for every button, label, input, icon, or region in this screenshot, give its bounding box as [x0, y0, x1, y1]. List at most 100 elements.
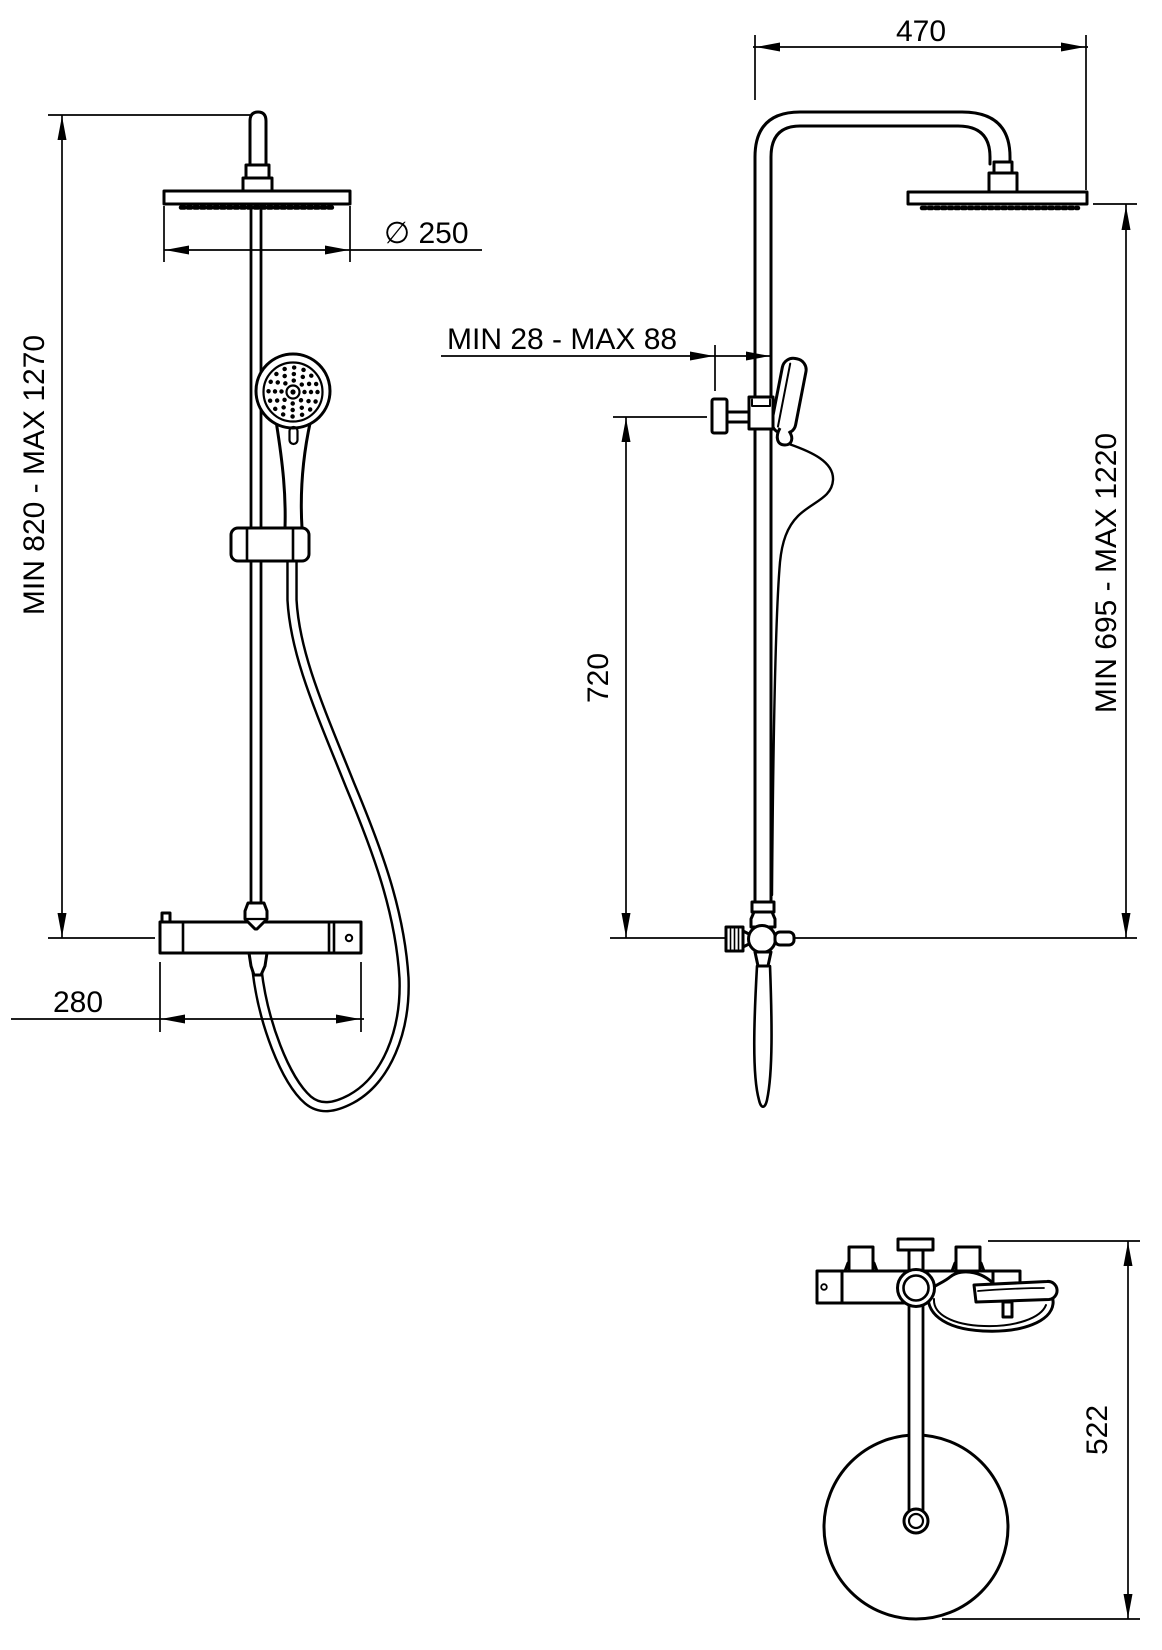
- dim-depth-arrow-up: [1123, 1242, 1133, 1266]
- pipe-tip: [248, 110, 268, 167]
- hand-shower-handle: [275, 419, 312, 530]
- face-center-dot: [290, 389, 296, 395]
- face-center-ring: [285, 384, 301, 400]
- riser-side-fill: [756, 158, 770, 902]
- ceiling-connector-front: [241, 110, 274, 193]
- valve-side: [724, 900, 796, 1109]
- dim-bracket-depth: MIN 28 - MAX 88: [441, 323, 771, 391]
- dim-diameter-arrow-right: [325, 245, 349, 255]
- riser-pipe-top: [907, 1298, 925, 1515]
- diverter-stub: [1001, 1300, 1014, 1319]
- spout-bowl-rim: [932, 1298, 1047, 1328]
- dim-arm-arrow-right: [1061, 42, 1085, 52]
- spray-dots-outer: [266, 365, 320, 419]
- slider-bracket-joints: [245, 526, 295, 563]
- front-view: MIN 820 - MAX 1270 ∅ 250 280: [11, 110, 482, 1113]
- mixer-lever: [972, 1279, 1059, 1304]
- dim-bracket-arrow-1: [690, 351, 714, 361]
- valve-cap-hole: [820, 1283, 828, 1291]
- arm-inner-edge: [769, 124, 992, 904]
- riser-top-edges: [907, 1298, 925, 1515]
- dim-overall-depth: 522: [942, 1240, 1140, 1620]
- mixer-lever-line: [977, 1287, 1045, 1292]
- spray-dots-middle: [272, 371, 314, 413]
- bracket-body-detail: [751, 398, 771, 407]
- arm-outer-edge: [753, 110, 1012, 904]
- bracket-knob-stem: [725, 410, 751, 424]
- top-view: 522: [815, 1237, 1140, 1621]
- disc-union-outer: [902, 1507, 930, 1535]
- dim-height-range: MIN 820 - MAX 1270: [18, 114, 250, 939]
- riser-collar: [243, 901, 269, 931]
- dim-arm-lines: [753, 35, 1088, 190]
- slider-bracket-side: [710, 395, 775, 435]
- dim-bracket-label: MIN 28 - MAX 88: [447, 323, 677, 356]
- spray-dots-inner: [279, 378, 307, 406]
- head-joint: [987, 171, 1019, 194]
- hose-outlet-connector: [247, 951, 269, 977]
- hose-union: [753, 950, 773, 968]
- pipe-base-flare: [749, 910, 777, 929]
- dim-head-height-arrow-down: [1121, 913, 1131, 937]
- dim-riser-height: 720: [582, 416, 707, 938]
- riser-union-ring-inner: [902, 1274, 930, 1302]
- hand-shower-hose-front: [251, 550, 410, 1113]
- dim-depth-lines: [942, 1240, 1140, 1620]
- dim-head-height-label: MIN 695 - MAX 1220: [1090, 433, 1123, 713]
- head-plate-side: [906, 190, 1089, 206]
- bracket-cross-knob: [710, 397, 729, 435]
- dim-bracket-lines: [441, 345, 771, 391]
- dim-valve-width-label: 280: [53, 986, 103, 1019]
- hose-loop-side: [752, 964, 773, 1109]
- dim-diameter-label: ∅ 250: [384, 217, 469, 250]
- valve-body-joints: [181, 920, 336, 955]
- dim-head-height-lines: [1093, 203, 1137, 938]
- dim-diameter-arrow-left: [165, 245, 189, 255]
- disc-center-union: [902, 1507, 930, 1535]
- overhead-shower-side: [906, 190, 1089, 211]
- dim-depth-label: 522: [1081, 1405, 1114, 1455]
- slider-bracket-body: [229, 526, 311, 563]
- cross-knob-stem: [907, 1248, 925, 1273]
- dim-riser-arrow-up: [621, 418, 631, 442]
- dim-riser-label: 720: [582, 653, 615, 703]
- head-plate: [162, 189, 352, 206]
- dim-height-arrow-down: [57, 913, 67, 937]
- knurl-lines: [729, 928, 740, 950]
- valve-top: [815, 1237, 1059, 1333]
- tip-nut-upper: [244, 163, 271, 180]
- hand-shower-head-side-line: [776, 362, 792, 428]
- hose-outer: [251, 550, 410, 1113]
- disc-union-inner: [907, 1512, 925, 1530]
- hose-inner: [253, 552, 408, 1110]
- dim-height-lines: [48, 114, 250, 939]
- dim-arm-label: 470: [896, 15, 946, 48]
- valve-ball: [747, 924, 777, 954]
- dim-head-diameter: ∅ 250: [163, 206, 482, 262]
- left-knob-top: [847, 1245, 875, 1273]
- hand-shower-hook: [775, 427, 794, 447]
- dim-valve-width-arrow-right: [336, 1014, 360, 1024]
- dim-depth-arrow-down: [1123, 1594, 1133, 1618]
- dim-head-height-arrow-up: [1121, 206, 1131, 230]
- dim-riser-lines: [613, 416, 707, 938]
- tip-nut-lower: [241, 176, 274, 193]
- right-knob-top: [954, 1245, 982, 1273]
- riser-and-arm-side: [753, 110, 1019, 904]
- dim-valve-width-arrow-left: [161, 1014, 185, 1024]
- hand-shower-face-inner-ring: [262, 361, 324, 423]
- handle-slot: [288, 425, 299, 446]
- arm-nut: [992, 160, 1014, 175]
- dim-valve-width: 280: [11, 962, 364, 1032]
- dim-height-label: MIN 820 - MAX 1270: [18, 335, 51, 615]
- slider-bracket-front: [229, 526, 311, 563]
- dim-valve-width-lines: [11, 962, 364, 1032]
- thermostat-valve-front: [158, 901, 363, 977]
- dim-diameter-lines: [163, 206, 482, 262]
- cross-knob-cap: [896, 1237, 935, 1252]
- dim-riser-arrow-down: [621, 913, 631, 937]
- wall-spout-stub: [773, 930, 796, 947]
- dim-height-arrow-up: [57, 116, 67, 140]
